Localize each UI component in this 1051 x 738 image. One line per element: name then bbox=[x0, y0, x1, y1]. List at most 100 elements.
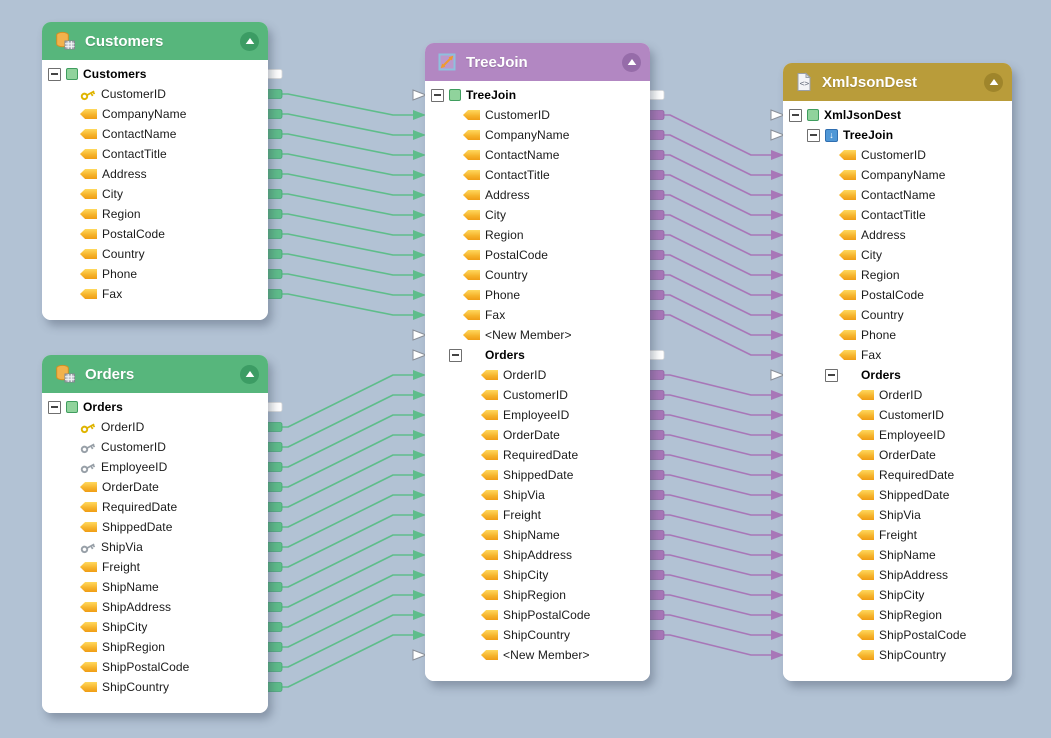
unconnected-input-arrow[interactable] bbox=[412, 649, 428, 661]
input-port-arrow[interactable] bbox=[771, 430, 784, 440]
tree-row[interactable]: RequiredDate bbox=[425, 445, 650, 465]
output-port-stub[interactable] bbox=[647, 530, 665, 540]
tree-row[interactable]: PostalCode bbox=[425, 245, 650, 265]
output-port-stub[interactable] bbox=[647, 290, 665, 300]
tree-row[interactable]: Phone bbox=[783, 325, 1012, 345]
output-port-stub[interactable] bbox=[265, 249, 283, 259]
mapping-link[interactable] bbox=[663, 414, 771, 436]
collapse-node-button[interactable] bbox=[240, 31, 259, 51]
mapping-link[interactable] bbox=[663, 214, 771, 256]
tree-row[interactable]: ShipVia bbox=[425, 485, 650, 505]
mapping-link[interactable] bbox=[281, 594, 413, 648]
tree-row[interactable]: CustomerID bbox=[425, 105, 650, 125]
mapping-link[interactable] bbox=[281, 273, 413, 296]
mapping-link[interactable] bbox=[663, 514, 771, 536]
output-port-stub[interactable] bbox=[647, 430, 665, 440]
tree-row[interactable]: Phone bbox=[425, 285, 650, 305]
node-header[interactable]: Customers bbox=[42, 22, 268, 60]
mapping-link[interactable] bbox=[281, 534, 413, 588]
tree-row[interactable]: Address bbox=[425, 185, 650, 205]
output-port-stub[interactable] bbox=[647, 450, 665, 460]
input-port-arrow[interactable] bbox=[771, 630, 784, 640]
mapping-link[interactable] bbox=[281, 554, 413, 608]
mapping-link[interactable] bbox=[663, 154, 771, 196]
expand-collapse-icon[interactable] bbox=[431, 88, 444, 102]
input-port-arrow[interactable] bbox=[413, 390, 426, 400]
tree-row[interactable]: Orders bbox=[425, 345, 650, 365]
tree-row[interactable]: Freight bbox=[425, 505, 650, 525]
tree-row[interactable]: EmployeeID bbox=[42, 457, 268, 477]
tree-row[interactable]: City bbox=[783, 245, 1012, 265]
output-port-stub[interactable] bbox=[265, 542, 283, 552]
output-port-stub[interactable] bbox=[265, 209, 283, 219]
output-port-stub[interactable] bbox=[647, 270, 665, 280]
unconnected-input-arrow[interactable] bbox=[770, 109, 786, 121]
output-port-stub[interactable] bbox=[265, 642, 283, 652]
mapping-link[interactable] bbox=[663, 474, 771, 496]
tree-row[interactable]: Country bbox=[42, 244, 268, 264]
output-port-stub[interactable] bbox=[265, 502, 283, 512]
tree-row[interactable]: ContactName bbox=[42, 124, 268, 144]
tree-row[interactable]: ContactName bbox=[783, 185, 1012, 205]
input-port-arrow[interactable] bbox=[413, 510, 426, 520]
mapping-link[interactable] bbox=[281, 614, 413, 668]
mapping-link[interactable] bbox=[663, 614, 771, 636]
tree-row[interactable]: ShipName bbox=[42, 577, 268, 597]
input-port-arrow[interactable] bbox=[771, 650, 784, 660]
tree-row[interactable]: <New Member> bbox=[425, 645, 650, 665]
input-port-arrow[interactable] bbox=[771, 270, 784, 280]
input-port-arrow[interactable] bbox=[413, 490, 426, 500]
mapping-link[interactable] bbox=[663, 554, 771, 576]
output-port-stub[interactable] bbox=[647, 130, 665, 140]
tree-row[interactable]: City bbox=[425, 205, 650, 225]
input-port-arrow[interactable] bbox=[771, 410, 784, 420]
expand-collapse-icon[interactable] bbox=[48, 67, 61, 81]
tree-row[interactable]: ↓TreeJoin bbox=[783, 125, 1012, 145]
tree-row[interactable]: ShipPostalCode bbox=[783, 625, 1012, 645]
input-port-arrow[interactable] bbox=[771, 150, 784, 160]
output-port-stub[interactable] bbox=[265, 289, 283, 299]
tree-row[interactable]: Fax bbox=[783, 345, 1012, 365]
input-port-arrow[interactable] bbox=[413, 630, 426, 640]
mapping-link[interactable] bbox=[663, 494, 771, 516]
tree-row[interactable]: ShipRegion bbox=[42, 637, 268, 657]
tree-row[interactable]: ShippedDate bbox=[425, 465, 650, 485]
unconnected-output-stub[interactable] bbox=[647, 350, 665, 360]
tree-row[interactable]: CustomerID bbox=[42, 84, 268, 104]
input-port-arrow[interactable] bbox=[771, 230, 784, 240]
tree-row[interactable]: Fax bbox=[42, 284, 268, 304]
tree-row[interactable]: ShipAddress bbox=[425, 545, 650, 565]
tree-row[interactable]: ShipName bbox=[783, 545, 1012, 565]
output-port-stub[interactable] bbox=[265, 682, 283, 692]
mapping-link[interactable] bbox=[281, 213, 413, 236]
mapping-link[interactable] bbox=[281, 193, 413, 216]
tree-row[interactable]: ContactTitle bbox=[783, 205, 1012, 225]
tree-row[interactable]: ShipVia bbox=[783, 505, 1012, 525]
input-port-arrow[interactable] bbox=[413, 410, 426, 420]
input-port-arrow[interactable] bbox=[771, 590, 784, 600]
tree-row[interactable]: PostalCode bbox=[42, 224, 268, 244]
output-port-stub[interactable] bbox=[265, 109, 283, 119]
input-port-arrow[interactable] bbox=[771, 570, 784, 580]
expand-collapse-icon[interactable] bbox=[825, 368, 838, 382]
tree-row[interactable]: EmployeeID bbox=[783, 425, 1012, 445]
input-port-arrow[interactable] bbox=[771, 550, 784, 560]
tree-row[interactable]: OrderID bbox=[425, 365, 650, 385]
mapping-link[interactable] bbox=[663, 454, 771, 476]
output-port-stub[interactable] bbox=[647, 630, 665, 640]
tree-row[interactable]: Address bbox=[783, 225, 1012, 245]
mapping-link[interactable] bbox=[281, 634, 413, 688]
tree-row[interactable]: Region bbox=[425, 225, 650, 245]
tree-row[interactable]: ContactTitle bbox=[42, 144, 268, 164]
tree-row[interactable]: CompanyName bbox=[425, 125, 650, 145]
output-port-stub[interactable] bbox=[265, 462, 283, 472]
tree-row[interactable]: CustomerID bbox=[425, 385, 650, 405]
input-port-arrow[interactable] bbox=[413, 450, 426, 460]
mapping-link[interactable] bbox=[663, 174, 771, 216]
mapping-link[interactable] bbox=[663, 574, 771, 596]
tree-row[interactable]: EmployeeID bbox=[425, 405, 650, 425]
tree-row[interactable]: ShipPostalCode bbox=[425, 605, 650, 625]
